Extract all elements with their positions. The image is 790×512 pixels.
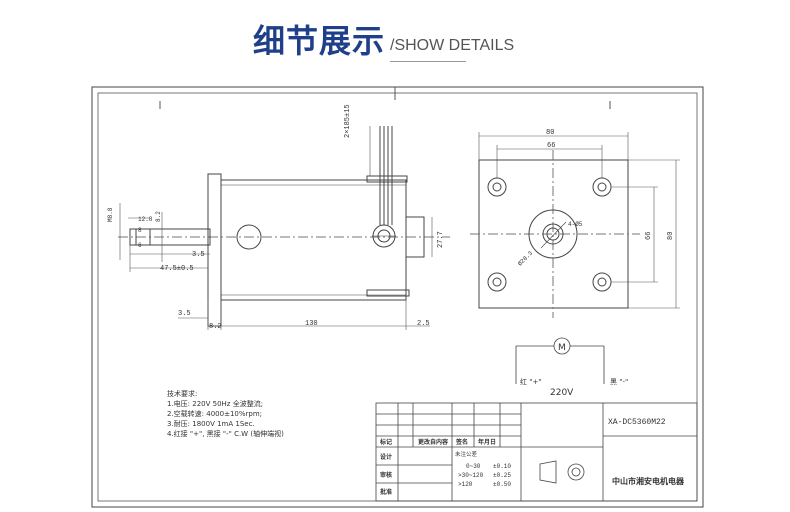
front-view — [470, 150, 640, 318]
wire-black-label: 黑 "-" — [610, 378, 628, 386]
dim-front-boss: Ø28.3 — [516, 249, 534, 267]
tb-header-change: 更改自内容 — [418, 438, 448, 446]
tolerance-title: 未注公差 — [455, 450, 478, 458]
dim-130: 130 — [305, 320, 318, 328]
tolerance-range-2: >30~120 — [458, 472, 484, 479]
svg-text:3.耐压: 1800V 1mA 1Sec.: 3.耐压: 1800V 1mA 1Sec. — [167, 419, 255, 428]
tb-header-mark: 标记 — [379, 438, 392, 446]
drawing-border-outer — [91, 86, 704, 508]
dim-8-2-flange: 8.2 — [209, 323, 222, 331]
wiring-diagram — [515, 337, 605, 384]
drawing-border-inner — [97, 92, 698, 502]
title-block — [375, 402, 698, 502]
dim-27-7: 27.7 — [437, 231, 445, 248]
dim-6: 6 — [138, 242, 142, 249]
page-title: 细节展示 — [253, 22, 386, 60]
svg-text:4.红接 "+", 黑接 "-" C.W (轴伸端视): 4.红接 "+", 黑接 "-" C.W (轴伸端视) — [167, 429, 284, 438]
tolerance-range-3: >120 — [458, 481, 473, 488]
tb-header-sign: 签名 — [455, 438, 468, 446]
tb-row-check: 审核 — [380, 471, 392, 479]
dim-3-5-top: 3.5 — [192, 251, 205, 259]
dim-front-holes: 4-Ø5 — [568, 221, 583, 228]
svg-text:技术要求:: 技术要求: — [167, 389, 197, 398]
model-number: XA-DC5360M22 — [608, 418, 666, 427]
tolerance-range-1: 0~30 — [466, 463, 481, 470]
dim-8-2-shaft: 8.2 — [155, 211, 162, 222]
supply-voltage-label: 220V — [550, 388, 574, 398]
technical-notes: 技术要求: 1.电压: 220V 50Hz 全波整流; 2.空载转速: 4000… — [167, 389, 284, 438]
dim-lead-length: 2×185±15 — [344, 104, 352, 138]
dim-front-66-right: 66 — [645, 232, 653, 240]
svg-text:2.空载转速: 4000±10%rpm;: 2.空载转速: 4000±10%rpm; — [167, 409, 262, 418]
dim-3-5-bottom: 3.5 — [178, 310, 191, 318]
tolerance-value-2: ±0.25 — [493, 472, 511, 479]
side-view — [118, 126, 450, 327]
subtitle-underline — [390, 61, 466, 62]
motor-symbol-label: M — [558, 343, 566, 353]
company-name: 中山市湘安电机电器 — [612, 476, 685, 486]
dim-front-66-top: 66 — [547, 142, 555, 150]
dim-47-5: 47.5±0.5 — [160, 265, 194, 273]
tolerance-value-1: ±0.10 — [493, 463, 511, 470]
dim-front-80-top: 80 — [546, 129, 554, 137]
page-subtitle: /SHOW DETAILS — [390, 37, 515, 54]
dim-12-8: 12.8 — [138, 216, 153, 223]
tb-header-date: 年月日 — [478, 438, 496, 446]
tb-row-approve: 批准 — [380, 488, 392, 496]
svg-text:1.电压: 220V 50Hz 全波整流;: 1.电压: 220V 50Hz 全波整流; — [167, 399, 263, 408]
dim-2-5: 2.5 — [417, 320, 430, 328]
wire-red-label: 红 "+" — [520, 377, 542, 386]
dim-8: 8 — [138, 227, 142, 234]
tb-row-design: 设计 — [380, 453, 392, 461]
dim-front-80-right: 80 — [667, 232, 675, 240]
dim-thread: M8.8 — [107, 207, 114, 222]
tolerance-value-3: ±0.50 — [493, 481, 511, 488]
